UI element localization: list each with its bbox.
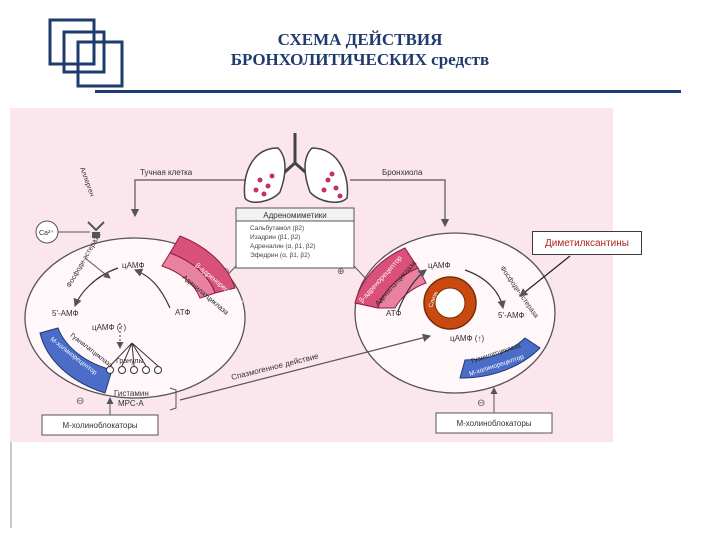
drug-ephedrine: Эфедрин (α, β1, β2) (250, 252, 310, 259)
right-atp: АТФ (386, 309, 401, 318)
left-camp-up: цАМФ (↑) (92, 323, 126, 332)
right-minus: ⊖ (477, 398, 485, 409)
label-muscle: Слизь (428, 291, 439, 309)
drug-adrenalin: Адреналин (α, β1, β2) (250, 243, 315, 250)
drug-izadrin: Изадрин (β1, β2) (250, 234, 300, 241)
label-mast-cell: Тучная клетка (140, 168, 193, 177)
left-m-cholinoblockers: М-холиноблокаторы (62, 421, 137, 430)
plus-right: ⊕ (337, 266, 345, 276)
spasmogenic-arrow (179, 333, 432, 401)
arrow-to-mast-cell (130, 179, 245, 218)
bronchodilator-diagram: Тучная клетка Бронхиола Адреномиметики С… (10, 108, 613, 442)
title-line-2: БРОНХОЛИТИЧЕСКИХ средств (230, 50, 490, 69)
left-minus: ⊖ (76, 396, 84, 407)
callout-pointer (519, 255, 571, 297)
bronchiole-cell: β-адренорецептор Аденилатциклаза М-холин… (354, 232, 556, 394)
right-m-cholinoblockers: М-холиноблокаторы (456, 419, 531, 428)
left-camp: цАМФ (122, 261, 145, 270)
label-histamine: Гистамин (114, 389, 149, 398)
left-5-amp: 5'-АМФ (52, 309, 79, 318)
title-underline (95, 90, 681, 93)
allergen-receptor-icon (87, 221, 105, 238)
adrenomimetics-title: Адреномиметики (263, 211, 327, 220)
lungs-icon (243, 133, 349, 204)
slide-title: СХЕМА ДЕЙСТВИЯ БРОНХОЛИТИЧЕСКИХ средств (150, 30, 570, 70)
logo-squares-icon (46, 18, 126, 90)
left-m-cholinoblockers-box (41, 414, 159, 436)
right-camp: цАМФ (428, 261, 451, 270)
right-camp-up: цАМФ (↑) (450, 334, 484, 343)
adrenomimetics-box: Адреномиметики Сальбутамол (β2) Изадрин … (235, 207, 355, 269)
label-mrs-a: МРС-А (118, 399, 144, 408)
dimethylxanthines-callout: Диметилксантины (532, 231, 642, 255)
label-granules: Гранулы (116, 358, 144, 365)
drug-salbutamol: Сальбутамол (β2) (250, 224, 304, 232)
title-line-1: СХЕМА ДЕЙСТВИЯ (277, 30, 443, 49)
right-5-amp: 5'-АМФ (498, 311, 525, 320)
granules-icon (106, 342, 162, 374)
mast-cell: β-адренорецептор Аденилатциклаза М-холин… (24, 232, 246, 408)
left-atp: АТФ (175, 308, 190, 317)
arrow-to-bronchiole (350, 179, 450, 228)
label-ca: Ca²⁺ (39, 230, 54, 237)
label-bronchiole: Бронхиола (382, 168, 423, 177)
